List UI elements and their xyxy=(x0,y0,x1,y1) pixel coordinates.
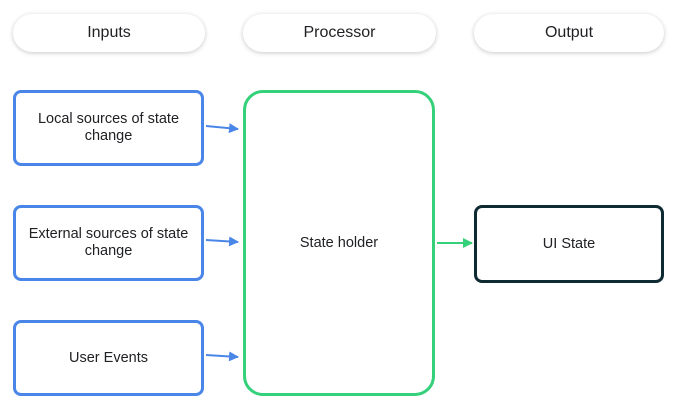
input-external-sources-box: External sources of state change xyxy=(13,205,204,281)
input-external-sources-label: External sources of state change xyxy=(28,226,189,259)
input-local-sources-box: Local sources of state change xyxy=(13,90,204,166)
arrow-local-to-state-holder xyxy=(205,123,239,134)
state-holder-label: State holder xyxy=(299,234,379,251)
column-header-output-label: Output xyxy=(544,24,594,41)
column-header-inputs: Inputs xyxy=(13,14,205,52)
arrow-external-to-state-holder xyxy=(205,236,239,247)
input-user-events-label: User Events xyxy=(69,349,148,366)
ui-state-box: UI State xyxy=(474,205,664,283)
ui-state-label: UI State xyxy=(542,235,596,252)
column-header-inputs-label: Inputs xyxy=(87,24,131,41)
input-local-sources-label: Local sources of state change xyxy=(37,111,180,144)
state-holder-box: State holder xyxy=(243,90,435,396)
column-header-processor-label: Processor xyxy=(303,24,376,41)
input-user-events-box: User Events xyxy=(13,320,204,396)
arrow-user-events-to-state-holder xyxy=(205,351,239,362)
column-header-processor: Processor xyxy=(243,14,436,52)
column-header-output: Output xyxy=(474,14,664,52)
